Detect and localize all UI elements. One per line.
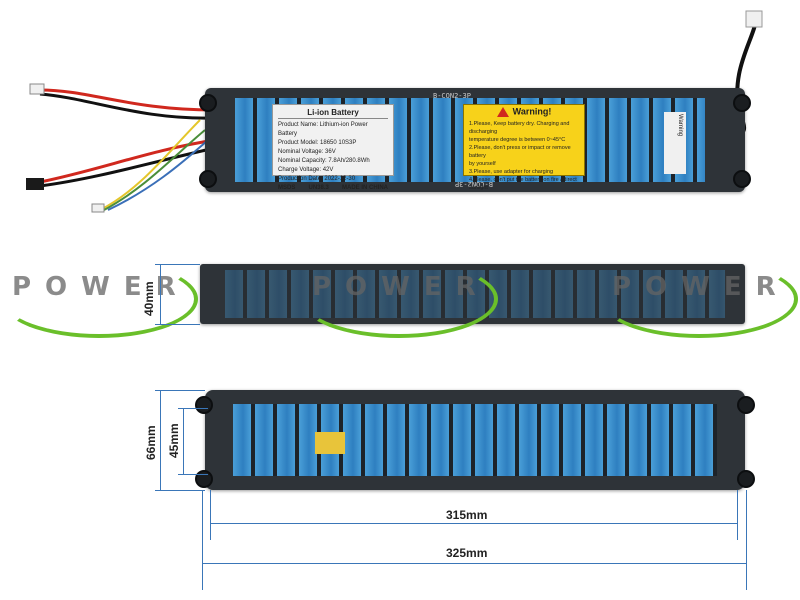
wire-harness-left [26, 83, 216, 213]
dimension-tick [746, 490, 747, 590]
warning-line: 4.Please, don't put the battery on fire … [469, 177, 577, 191]
dimension-line [202, 563, 747, 564]
dimension-label-width-inner: 45mm [167, 423, 181, 458]
dimension-tick [155, 324, 200, 325]
mount-tab [195, 396, 213, 414]
label-line: Production Date: 2022-12-30 [278, 176, 356, 182]
label-line: Nominal Voltage: 36V [278, 149, 336, 155]
label-footer: MSDS [278, 185, 296, 191]
dimension-tick [155, 390, 205, 391]
side-warning-label: Warning [664, 112, 686, 174]
product-label: Li-ion Battery Product Name: Lithium-ion… [272, 104, 394, 191]
tape-patch [315, 432, 345, 454]
warning-line: 2.Please, don't press or impact or remov… [469, 145, 571, 159]
mount-tab [733, 170, 751, 188]
watermark-text: POWER [312, 272, 490, 302]
dimension-tick [202, 490, 203, 590]
dimension-label-length-inner: 315mm [446, 508, 488, 522]
dimension-label-height: 40mm [142, 281, 156, 316]
warning-line: 1.Please, Keep battery dry. Charging and… [469, 121, 570, 135]
mount-tab [195, 470, 213, 488]
board-marking: B-CON2-3P [433, 92, 471, 100]
warning-triangle-icon [496, 107, 509, 117]
mount-tab [737, 396, 755, 414]
label-line: Product Name: Lithium-ion Power Battery [278, 122, 368, 137]
dimension-line [160, 264, 161, 324]
dimension-tick [737, 490, 738, 540]
dimension-tick [178, 408, 208, 409]
watermark-logo: POWER [300, 250, 500, 338]
warning-line: temperature degree is between 0~45°C [469, 137, 566, 143]
dimension-tick [155, 490, 205, 491]
dimension-line [183, 408, 184, 474]
dimension-tick [210, 490, 211, 540]
warning-line: by yourself [469, 161, 496, 167]
top-battery-pack: B-CON2-3P B-CON2-3P Li-ion Battery Produ… [0, 0, 800, 213]
side-view-section: POWER POWER POWER 40mm [0, 250, 800, 350]
cell-row [233, 404, 717, 476]
watermark-text: POWER [12, 272, 190, 302]
dimension-tick [155, 264, 200, 265]
mount-tab [199, 170, 217, 188]
label-title: Li-ion Battery [278, 108, 388, 119]
label-line: Product Model: 18650 10S3P [278, 140, 357, 146]
mount-tab [733, 94, 751, 112]
label-footer: UN38.3 [308, 185, 329, 191]
dimension-label-width-outer: 66mm [144, 425, 158, 460]
watermark-logo: POWER [600, 250, 800, 338]
watermark-text: POWER [612, 272, 790, 302]
dimension-label-length-outer: 325mm [446, 546, 488, 560]
dimension-line [160, 390, 161, 490]
label-line: Charge Voltage: 42V [278, 167, 334, 173]
label-footer: MADE IN CHINA [342, 185, 388, 191]
bottom-view-section: 66mm 45mm 315mm 325mm [0, 380, 800, 600]
warning-label: Warning! 1.Please, Keep battery dry. Cha… [463, 104, 585, 191]
dimension-line [210, 523, 738, 524]
mount-tab [737, 470, 755, 488]
mount-tab [199, 94, 217, 112]
bottom-pack-body [195, 390, 755, 490]
dimension-tick [178, 474, 208, 475]
warning-title: Warning! [512, 106, 552, 117]
watermark-logo: POWER [0, 250, 200, 338]
label-line: Nominal Capacity: 7.8Ah/280.8Wh [278, 158, 370, 164]
warning-line: 3.Please, use adapter for charging [469, 169, 554, 175]
